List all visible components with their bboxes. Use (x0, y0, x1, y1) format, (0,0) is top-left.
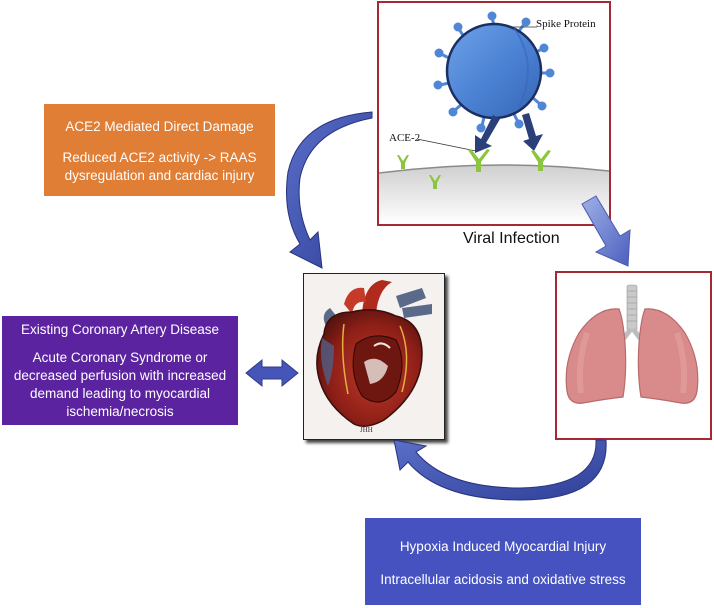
binding-arrows (475, 113, 543, 153)
ace2-box-body: Reduced ACE2 activity -> RAAS dysregulat… (62, 150, 257, 183)
heart-illustration: JHH (316, 280, 432, 434)
arrow-virus-to-lungs (581, 195, 631, 267)
coronary-disease-box: Existing Coronary Artery Disease Acute C… (2, 316, 238, 425)
lungs-illustration (565, 284, 699, 404)
heart-panel: JHH (303, 273, 445, 440)
ace2-receptor-label: ACE-2 (389, 132, 420, 144)
viral-infection-caption: Viral Infection (463, 230, 560, 247)
ace2-box-title: ACE2 Mediated Direct Damage (65, 119, 254, 134)
ace2-damage-box: ACE2 Mediated Direct Damage Reduced ACE2… (44, 104, 275, 196)
cad-box-body: Acute Coronary Syndrome or decreased per… (13, 350, 227, 419)
virus-illustration: Spike Protein ACE-2 (379, 11, 609, 224)
spike-protein-label: Spike Protein (536, 18, 596, 30)
hypoxia-box-body: Intracellular acidosis and oxidative str… (380, 572, 626, 587)
curved-arrow-lungs-to-heart (393, 439, 607, 501)
viral-infection-panel: Spike Protein ACE-2 (377, 1, 611, 226)
double-arrow-cad-heart (245, 358, 299, 388)
hypoxia-box-title: Hypoxia Induced Myocardial Injury (399, 539, 607, 554)
curved-arrow-to-heart (286, 111, 373, 269)
cad-box-title: Existing Coronary Artery Disease (20, 322, 220, 337)
lungs-panel (555, 271, 712, 440)
ace2-receptors (397, 149, 551, 189)
heart-signature: JHH (360, 426, 373, 434)
hypoxia-box: Hypoxia Induced Myocardial Injury Intrac… (365, 518, 641, 605)
